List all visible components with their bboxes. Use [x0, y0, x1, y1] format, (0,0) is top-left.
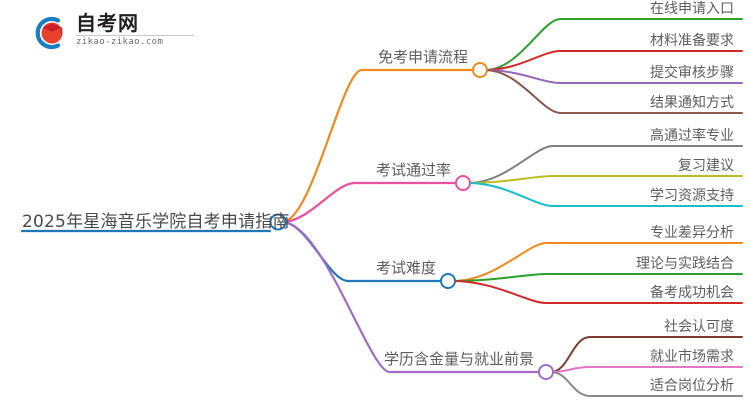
- zikao-logo-icon: [35, 16, 63, 50]
- logo-title: 自考网: [76, 11, 139, 35]
- leaf-label-3-3: 备考成功机会: [650, 285, 734, 301]
- leaf-label-4-2: 就业市场需求: [650, 349, 734, 365]
- leaf-label-3-1: 专业差异分析: [650, 225, 734, 241]
- mindmap-edge: [467, 175, 743, 184]
- branch-label-3: 考试难度: [376, 259, 437, 277]
- leaf-label-2-1: 高通过率专业: [650, 128, 734, 144]
- leaf-label-2-3: 学习资源支持: [650, 188, 734, 204]
- leaf-label-1-2: 材料准备要求: [650, 33, 734, 49]
- leaf-label-4-3: 适合岗位分析: [650, 378, 734, 394]
- leaf-label-1-4: 结果通知方式: [650, 95, 734, 111]
- site-logo: 自考网 zikao-zikao.com: [28, 12, 198, 54]
- root-node-label: 2025年星海音乐学院自考申请指南: [22, 212, 290, 232]
- leaf-label-3-2: 理论与实践结合: [636, 256, 734, 272]
- branch-node-2[interactable]: [455, 175, 471, 191]
- logo-text-block: 自考网 zikao-zikao.com: [76, 12, 196, 47]
- leaf-label-2-2: 复习建议: [678, 158, 734, 174]
- branch-label-4: 学历含金量与就业前景: [384, 350, 535, 368]
- logo-divider: [76, 35, 194, 36]
- leaf-label-1-3: 提交审核步骤: [650, 65, 734, 81]
- leaf-label-4-1: 社会认可度: [664, 319, 734, 335]
- mindmap-edge: [550, 366, 743, 373]
- branch-label-1: 免考申请流程: [378, 48, 469, 66]
- branch-label-2: 考试通过率: [376, 161, 452, 179]
- logo-subtitle: zikao-zikao.com: [76, 37, 164, 47]
- mindmap-edge: [280, 181, 457, 224]
- leaf-label-1-1: 在线申请入口: [650, 1, 734, 17]
- mindmap-edge: [280, 68, 474, 224]
- branch-node-4[interactable]: [538, 364, 554, 380]
- branch-node-3[interactable]: [440, 273, 456, 289]
- branch-node-1[interactable]: [472, 62, 488, 78]
- mindmap-edge: [452, 273, 743, 282]
